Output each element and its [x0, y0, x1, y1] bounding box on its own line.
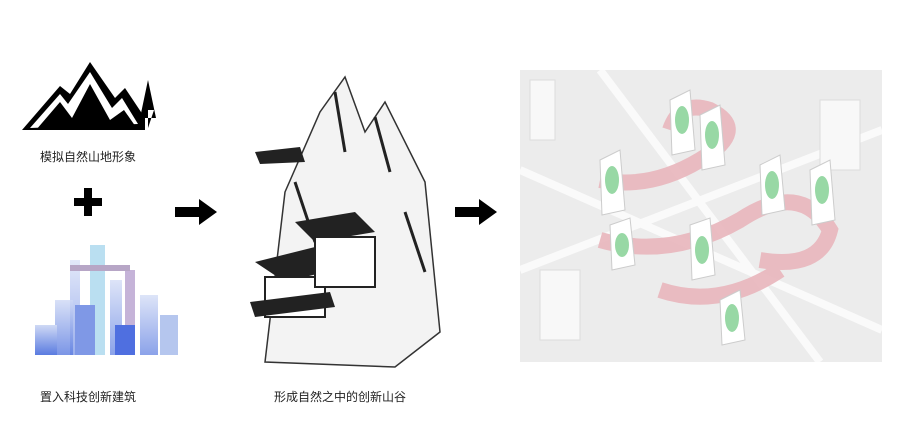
ink-painting-illustration: [250, 75, 441, 368]
plus-icon: [74, 188, 102, 216]
result-label: 形成自然之中的创新山谷: [273, 390, 407, 404]
innovation-valley-render: [520, 70, 882, 362]
arrow-right-icon: [175, 199, 217, 225]
arrow-right-icon: [455, 199, 497, 225]
mountain-icon: [22, 62, 156, 130]
mountain-label: 模拟自然山地形象: [39, 150, 137, 164]
building-label: 置入科技创新建筑: [39, 390, 137, 404]
city-buildings-illustration: [35, 245, 178, 355]
